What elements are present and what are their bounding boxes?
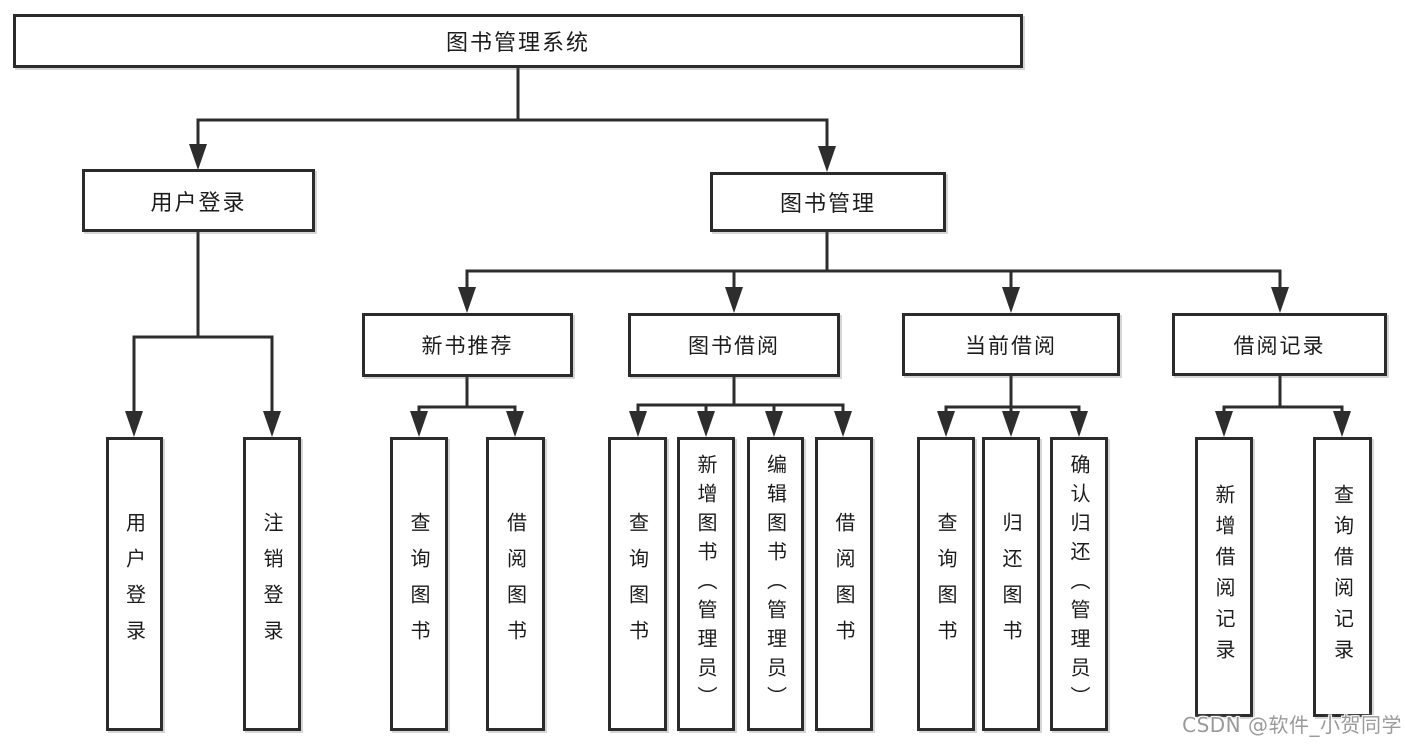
node-leaf-add-books-admin: 新增图书（管理员） bbox=[677, 437, 735, 731]
arrowhead-icon bbox=[725, 287, 743, 313]
node-leaf-logout: 注销登录 bbox=[243, 437, 301, 731]
node-label: 当前借阅 bbox=[965, 333, 1057, 358]
node-leaf-edit-books-admin: 编辑图书（管理员） bbox=[747, 437, 804, 731]
arrowhead-icon bbox=[818, 146, 836, 172]
arrowhead-icon bbox=[125, 411, 143, 437]
node-user-login: 用户登录 bbox=[82, 169, 315, 232]
node-leaf-borrow-books-recommend: 借阅图书 bbox=[486, 437, 545, 731]
node-library-management-system: 图书管理系统 bbox=[13, 14, 1023, 68]
arrowhead-icon bbox=[765, 411, 783, 437]
node-leaf-add-borrow-record: 新增借阅记录 bbox=[1195, 437, 1253, 717]
arrowhead-icon bbox=[834, 411, 852, 437]
node-leaf-user-login: 用户登录 bbox=[106, 437, 163, 731]
node-book-management: 图书管理 bbox=[710, 172, 946, 232]
csdn-watermark: CSDN @软件_小贺同学 bbox=[1182, 713, 1402, 737]
node-label: 注销登录 bbox=[260, 512, 284, 656]
node-leaf-return-books: 归还图书 bbox=[982, 437, 1040, 731]
node-label: 用户登录 bbox=[150, 190, 247, 216]
node-leaf-query-books-borrowing: 查询图书 bbox=[608, 437, 667, 731]
node-leaf-confirm-return-admin: 确认归还（管理员） bbox=[1050, 437, 1108, 731]
arrowhead-icon bbox=[410, 411, 428, 437]
node-label: 用户登录 bbox=[122, 512, 147, 656]
connectors-recommend-branch bbox=[410, 375, 524, 437]
arrowhead-icon bbox=[937, 411, 955, 437]
connectors-records-branch bbox=[1215, 374, 1351, 437]
node-new-book-recommend: 新书推荐 bbox=[362, 313, 573, 377]
connectors-user-login-branch bbox=[125, 230, 281, 437]
arrowhead-icon bbox=[189, 144, 207, 170]
node-label: 查询借阅记录 bbox=[1330, 484, 1355, 670]
node-book-borrowing: 图书借阅 bbox=[628, 313, 840, 377]
arrowhead-icon bbox=[1333, 411, 1351, 437]
arrowhead-icon bbox=[1002, 287, 1020, 313]
node-leaf-query-books-recommend: 查询图书 bbox=[390, 437, 448, 731]
connectors-book-mgmt-to-level3 bbox=[458, 230, 1289, 313]
node-label: 归还图书 bbox=[999, 512, 1023, 656]
arrowhead-icon bbox=[1002, 411, 1020, 437]
connectors-current-branch bbox=[937, 374, 1088, 437]
arrowhead-icon bbox=[1215, 411, 1233, 437]
node-label: 新增图书（管理员） bbox=[694, 453, 718, 715]
node-leaf-query-borrow-record: 查询借阅记录 bbox=[1313, 437, 1372, 717]
node-label: 图书管理系统 bbox=[445, 31, 590, 56]
node-label: 查询图书 bbox=[407, 512, 431, 656]
connectors-root-to-level2 bbox=[189, 65, 836, 172]
node-label: 图书管理 bbox=[779, 192, 876, 217]
connectors-borrowing-branch bbox=[629, 375, 852, 437]
node-leaf-borrow-books-borrowing: 借阅图书 bbox=[815, 437, 873, 731]
node-label: 编辑图书（管理员） bbox=[763, 453, 788, 715]
node-label: 查询图书 bbox=[934, 512, 958, 656]
arrowhead-icon bbox=[263, 411, 281, 437]
arrowhead-icon bbox=[458, 287, 476, 313]
arrowhead-icon bbox=[629, 411, 647, 437]
node-label: 借阅图书 bbox=[503, 512, 528, 656]
node-leaf-query-books-current: 查询图书 bbox=[917, 437, 975, 731]
node-label: 图书借阅 bbox=[688, 334, 780, 358]
node-label: 借阅图书 bbox=[832, 512, 856, 656]
node-label: 查询图书 bbox=[625, 512, 650, 656]
node-label: 新书推荐 bbox=[421, 334, 514, 358]
node-label: 新增借阅记录 bbox=[1212, 484, 1236, 670]
node-borrowing-records: 借阅记录 bbox=[1172, 313, 1387, 376]
node-label: 借阅记录 bbox=[1233, 333, 1326, 358]
arrowhead-icon bbox=[1271, 287, 1289, 313]
node-label: 确认归还（管理员） bbox=[1067, 453, 1091, 715]
arrowhead-icon bbox=[1070, 411, 1088, 437]
arrowhead-icon bbox=[506, 411, 524, 437]
arrowhead-icon bbox=[697, 411, 715, 437]
node-current-borrowing: 当前借阅 bbox=[902, 313, 1120, 376]
